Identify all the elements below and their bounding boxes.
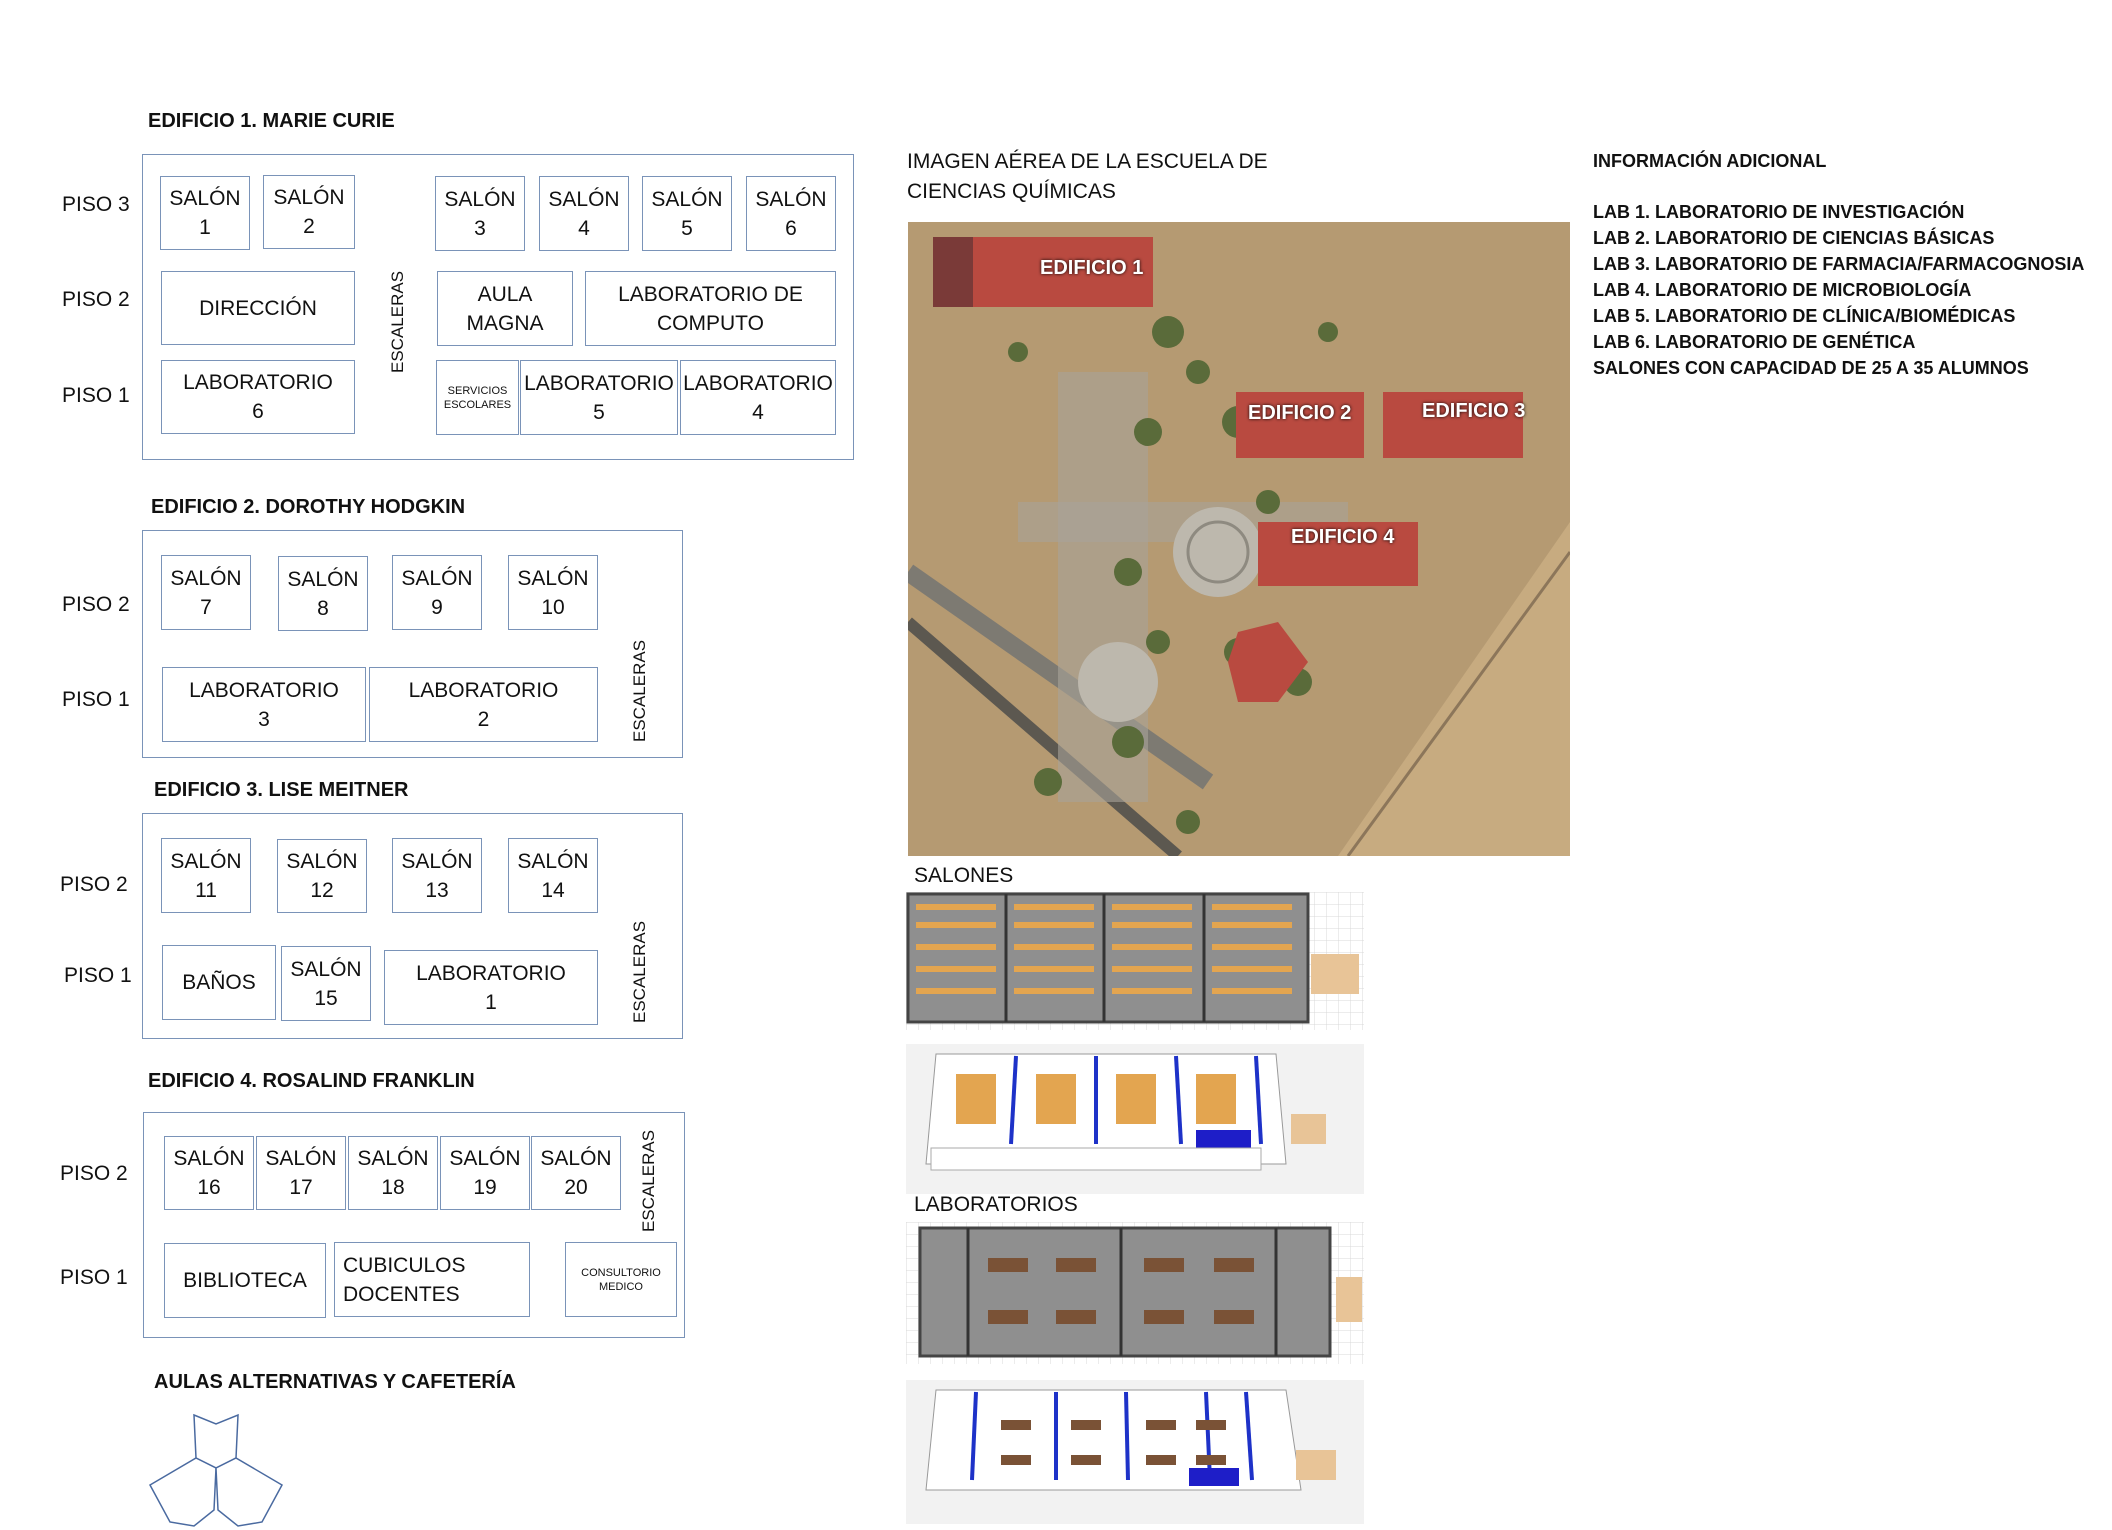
room-consultorio-medico[interactable]: CONSULTORIO MEDICO (565, 1242, 677, 1317)
room-salon-8[interactable]: SALÓN 8 (278, 556, 368, 631)
aerial-label-edificio-1: EDIFICIO 1 (1040, 257, 1144, 279)
stairs-label: ESCALERAS (630, 639, 649, 742)
cafeteria-shape (148, 1413, 284, 1527)
room-laboratorio-6[interactable]: LABORATORIO 6 (161, 360, 355, 434)
info-title: INFORMACIÓN ADICIONAL (1593, 151, 1827, 171)
room-salon-20[interactable]: SALÓN 20 (531, 1136, 621, 1210)
info-line: SALONES CON CAPACIDAD DE 25 A 35 ALUMNOS (1593, 358, 2029, 378)
info-line: LAB 4. LABORATORIO DE MICROBIOLOGÍA (1593, 280, 1972, 300)
salones-3d-view (906, 1044, 1364, 1194)
aerial-label-edificio-3: EDIFICIO 3 (1422, 400, 1526, 422)
building-1-frame (142, 154, 854, 460)
room-salon-14[interactable]: SALÓN 14 (508, 838, 598, 913)
floor-label: PISO 1 (60, 1266, 128, 1289)
room-salon-13[interactable]: SALÓN 13 (392, 838, 482, 913)
room-aula-magna[interactable]: AULA MAGNA (437, 271, 573, 346)
floor-label: PISO 3 (62, 193, 130, 216)
room-salon-17[interactable]: SALÓN 17 (256, 1136, 346, 1210)
salones-floorplan (906, 892, 1364, 1030)
building-1-title: EDIFICIO 1. MARIE CURIE (148, 110, 395, 132)
floor-label: PISO 2 (60, 873, 128, 896)
room-salon-12[interactable]: SALÓN 12 (277, 839, 367, 913)
room-salon-2[interactable]: SALÓN 2 (263, 175, 355, 249)
laboratorios-title: LABORATORIOS (914, 1193, 1078, 1216)
building-4-title: EDIFICIO 4. ROSALIND FRANKLIN (148, 1070, 475, 1092)
room-salon-11[interactable]: SALÓN 11 (161, 838, 251, 913)
room-laboratorio-4[interactable]: LABORATORIO 4 (680, 360, 836, 435)
building-2-title: EDIFICIO 2. DOROTHY HODGKIN (151, 496, 466, 518)
floor-label: PISO 1 (62, 688, 130, 711)
floor-label: PISO 2 (62, 593, 130, 616)
floor-label: PISO 1 (64, 964, 132, 987)
aerial-image: EDIFICIO 1 EDIFICIO 2 EDIFICIO 3 EDIFICI… (908, 222, 1570, 856)
room-salon-15[interactable]: SALÓN 15 (281, 946, 371, 1021)
room-salon-5[interactable]: SALÓN 5 (642, 176, 732, 251)
room-biblioteca[interactable]: BIBLIOTECA (164, 1243, 326, 1318)
room-laboratorio-2[interactable]: LABORATORIO 2 (369, 667, 598, 742)
floor-label: PISO 2 (60, 1162, 128, 1185)
room-salon-7[interactable]: SALÓN 7 (161, 555, 251, 630)
building-3-title: EDIFICIO 3. LISE MEITNER (154, 779, 409, 801)
aerial-label-edificio-4: EDIFICIO 4 (1291, 526, 1395, 548)
room-cubiculos-docentes[interactable]: CUBICULOS DOCENTES (334, 1242, 530, 1317)
room-servicios-escolares[interactable]: SERVICIOS ESCOLARES (436, 360, 519, 435)
info-line: LAB 6. LABORATORIO DE GENÉTICA (1593, 332, 1916, 352)
stairs-label: ESCALERAS (630, 920, 649, 1023)
building-3-frame (142, 813, 683, 1039)
room-salon-18[interactable]: SALÓN 18 (348, 1136, 438, 1210)
building-2-frame (142, 530, 683, 758)
room-salon-3[interactable]: SALÓN 3 (435, 176, 525, 251)
laboratorios-floorplan (906, 1222, 1364, 1364)
room-salon-4[interactable]: SALÓN 4 (539, 176, 629, 251)
info-line: LAB 2. LABORATORIO DE CIENCIAS BÁSICAS (1593, 228, 1995, 248)
stairs-label: ESCALERAS (639, 1129, 658, 1232)
aerial-caption: IMAGEN AÉREA DE LA ESCUELA DE CIENCIAS Q… (907, 150, 1268, 203)
room-laboratorio-1[interactable]: LABORATORIO 1 (384, 950, 598, 1025)
room-salon-10[interactable]: SALÓN 10 (508, 555, 598, 630)
room-salon-16[interactable]: SALÓN 16 (164, 1136, 254, 1210)
building-4-frame (143, 1112, 685, 1338)
floor-label: PISO 1 (62, 384, 130, 407)
salones-title: SALONES (914, 864, 1014, 887)
stairs-label: ESCALERAS (388, 270, 407, 373)
room-laboratorio-5[interactable]: LABORATORIO 5 (520, 360, 678, 435)
room-laboratorio-3[interactable]: LABORATORIO 3 (162, 667, 366, 742)
room-banos[interactable]: BAÑOS (162, 945, 276, 1020)
room-salon-1[interactable]: SALÓN 1 (160, 176, 250, 250)
room-salon-6[interactable]: SALÓN 6 (746, 176, 836, 251)
room-direccion[interactable]: DIRECCIÓN (161, 271, 355, 345)
floor-label: PISO 2 (62, 288, 130, 311)
laboratorios-3d-view (906, 1380, 1364, 1524)
aerial-label-edificio-2: EDIFICIO 2 (1248, 402, 1352, 424)
room-laboratorio-computo[interactable]: LABORATORIO DE COMPUTO (585, 271, 836, 346)
info-line: LAB 1. LABORATORIO DE INVESTIGACIÓN (1593, 202, 1965, 222)
room-salon-9[interactable]: SALÓN 9 (392, 555, 482, 630)
room-salon-19[interactable]: SALÓN 19 (440, 1136, 530, 1210)
cafeteria-title: AULAS ALTERNATIVAS Y CAFETERÍA (154, 1371, 516, 1393)
info-line: LAB 3. LABORATORIO DE FARMACIA/FARMACOGN… (1593, 254, 2085, 274)
info-line: LAB 5. LABORATORIO DE CLÍNICA/BIOMÉDICAS (1593, 306, 2016, 326)
